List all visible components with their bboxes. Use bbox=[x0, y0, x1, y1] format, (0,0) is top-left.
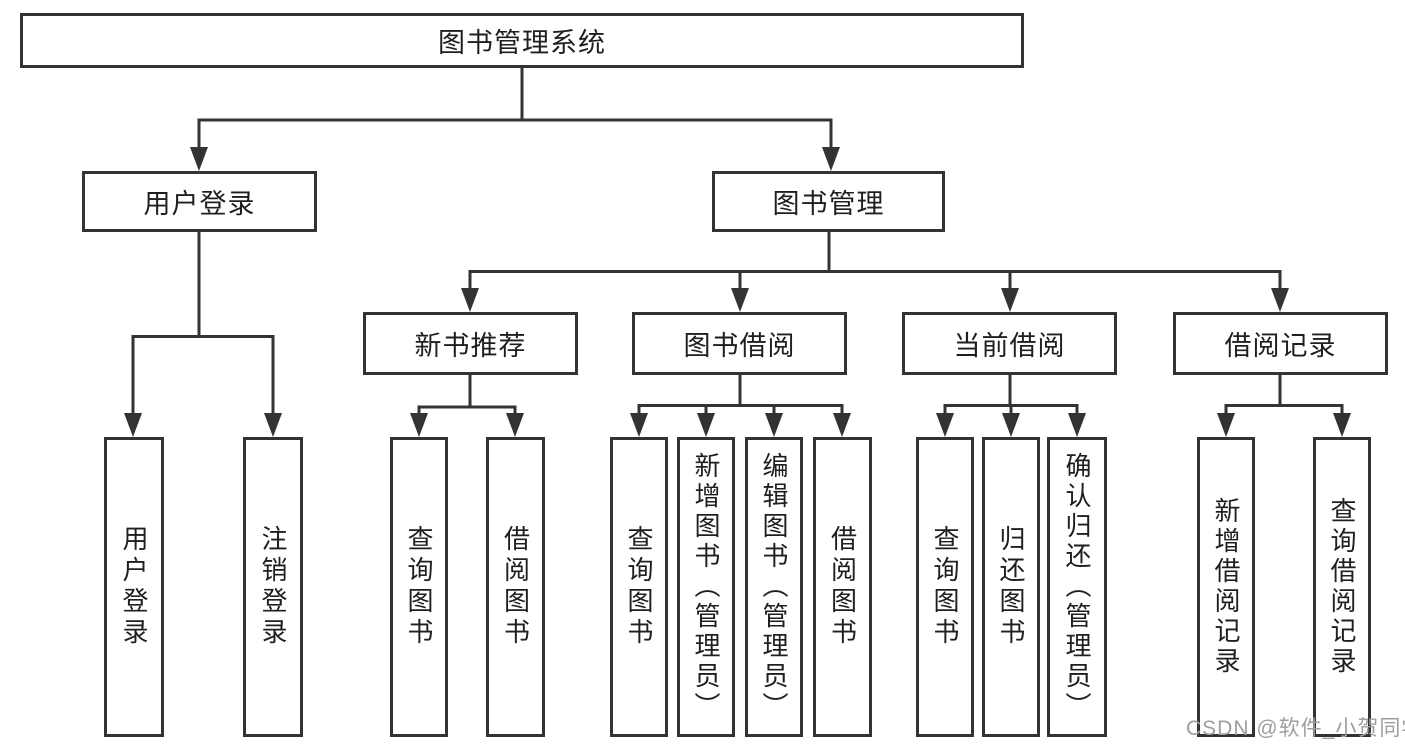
node-user-login: 用户登录 bbox=[82, 171, 317, 232]
leaf-label: 新增借阅记录 bbox=[1211, 497, 1241, 677]
leaf-query-books-current: 查询图书 bbox=[916, 437, 974, 737]
node-book-management: 图书管理 bbox=[712, 171, 945, 232]
connector-arrow-icon bbox=[264, 413, 282, 437]
leaf-label: 借阅图书 bbox=[500, 525, 531, 649]
node-library-system: 图书管理系统 bbox=[20, 13, 1024, 68]
leaf-label: 用户登录 bbox=[119, 525, 149, 649]
leaf-borrow-books: 借阅图书 bbox=[813, 437, 872, 737]
connector-arrow-icon bbox=[124, 413, 142, 437]
connector-arrow-icon bbox=[697, 413, 715, 437]
connector-arrow-icon bbox=[936, 413, 954, 437]
node-borrow-records: 借阅记录 bbox=[1173, 312, 1388, 375]
leaf-add-book-admin: 新增图书（管理员） bbox=[677, 437, 735, 737]
connector-arrow-icon bbox=[461, 288, 479, 312]
connector-arrow-icon bbox=[1068, 413, 1086, 437]
node-book-borrow: 图书借阅 bbox=[632, 312, 847, 375]
leaf-logout: 注销登录 bbox=[243, 437, 303, 737]
leaf-label: 借阅图书 bbox=[827, 525, 858, 649]
connector-arrow-icon bbox=[765, 413, 783, 437]
leaf-label: 新增图书（管理员） bbox=[691, 452, 721, 722]
leaf-label: 编辑图书（管理员） bbox=[759, 452, 789, 722]
connector-arrow-icon bbox=[1333, 413, 1351, 437]
connector-arrow-icon bbox=[731, 288, 749, 312]
connector-arrow-icon bbox=[630, 413, 648, 437]
leaf-edit-book-admin: 编辑图书（管理员） bbox=[745, 437, 803, 737]
leaf-query-books-borrow: 查询图书 bbox=[610, 437, 668, 737]
leaf-user-login: 用户登录 bbox=[104, 437, 164, 737]
csdn-watermark: CSDN @软件_小贺同学 bbox=[1186, 717, 1405, 740]
connector-arrow-icon bbox=[1271, 288, 1289, 312]
leaf-label: 注销登录 bbox=[258, 525, 288, 649]
leaf-query-borrow-record: 查询借阅记录 bbox=[1313, 437, 1371, 737]
leaf-label: 确认归还（管理员） bbox=[1062, 452, 1092, 722]
leaf-borrow-books-recommend: 借阅图书 bbox=[486, 437, 545, 737]
leaf-label: 查询图书 bbox=[404, 525, 434, 649]
connector-arrow-icon bbox=[1217, 413, 1235, 437]
leaf-label: 查询图书 bbox=[930, 525, 960, 649]
node-new-book-recommend: 新书推荐 bbox=[363, 312, 578, 375]
leaf-confirm-return-admin: 确认归还（管理员） bbox=[1047, 437, 1107, 737]
connector-arrow-icon bbox=[190, 147, 208, 171]
leaf-return-book: 归还图书 bbox=[982, 437, 1040, 737]
connector-arrow-icon bbox=[1001, 288, 1019, 312]
leaf-label: 查询图书 bbox=[624, 525, 654, 649]
leaf-query-books-recommend: 查询图书 bbox=[390, 437, 448, 737]
leaf-label: 归还图书 bbox=[996, 525, 1026, 649]
connector-arrow-icon bbox=[410, 413, 428, 437]
leaf-add-borrow-record: 新增借阅记录 bbox=[1197, 437, 1255, 737]
node-current-borrow: 当前借阅 bbox=[902, 312, 1117, 375]
connector-arrow-icon bbox=[833, 413, 851, 437]
connector-arrow-icon bbox=[1002, 413, 1020, 437]
connector-arrow-icon bbox=[506, 413, 524, 437]
leaf-label: 查询借阅记录 bbox=[1327, 497, 1357, 677]
connector-arrow-icon bbox=[822, 147, 840, 171]
